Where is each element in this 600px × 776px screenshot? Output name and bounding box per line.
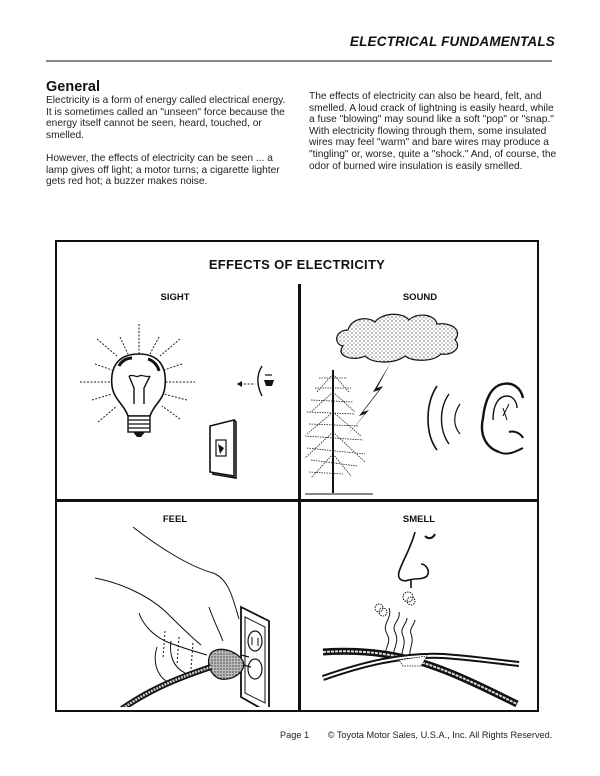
- section-title: General: [46, 79, 100, 95]
- eye-icon: [237, 365, 274, 397]
- smell-illustration: [322, 532, 520, 708]
- left-column: General Electricity is a form of energy …: [46, 80, 286, 199]
- nose-icon: [397, 532, 436, 588]
- copyright-notice: © Toyota Motor Sales, U.S.A., Inc. All R…: [327, 730, 553, 740]
- figure-horizontal-divider: [57, 499, 537, 502]
- hand-plug-outlet-illustration: [94, 527, 270, 707]
- sound-illustration: [304, 313, 525, 495]
- wall-switch-icon: [209, 418, 237, 479]
- paragraph: However, the effects of electricity can …: [46, 152, 280, 188]
- panel-label-smell: SMELL: [402, 514, 436, 525]
- effects-figure: EFFECTS OF ELECTRICITY SIGHT: [55, 240, 539, 712]
- right-column: The effects of electricity can also be h…: [309, 91, 559, 184]
- paragraph: Electricity is a form of energy called e…: [46, 95, 286, 141]
- sound-waves-icon: [427, 385, 461, 451]
- tree-icon: [304, 370, 373, 495]
- panel-label-sight: SIGHT: [160, 292, 190, 303]
- cord-icon: [119, 664, 212, 707]
- cloud-icon: [336, 313, 459, 363]
- light-bulb-icon: [80, 324, 274, 479]
- page-number: Page 1: [280, 730, 310, 740]
- figure-title: EFFECTS OF ELECTRICITY: [208, 257, 386, 272]
- page-footer: Page 1 © Toyota Motor Sales, U.S.A., Inc…: [280, 730, 552, 740]
- panel-label-feel: FEEL: [162, 514, 188, 525]
- page-header-title: ELECTRICAL FUNDAMENTALS: [349, 34, 555, 49]
- figure-vertical-divider: [298, 284, 301, 710]
- ear-icon: [480, 382, 525, 455]
- paragraph: The effects of electricity can also be h…: [309, 91, 557, 172]
- lightning-bolt-icon: [343, 362, 391, 440]
- outlet-icon: [240, 605, 270, 707]
- panel-label-sound: SOUND: [402, 292, 438, 303]
- wires-icon: [322, 647, 520, 708]
- hand-icon: [94, 527, 240, 684]
- header-rule: [46, 60, 552, 62]
